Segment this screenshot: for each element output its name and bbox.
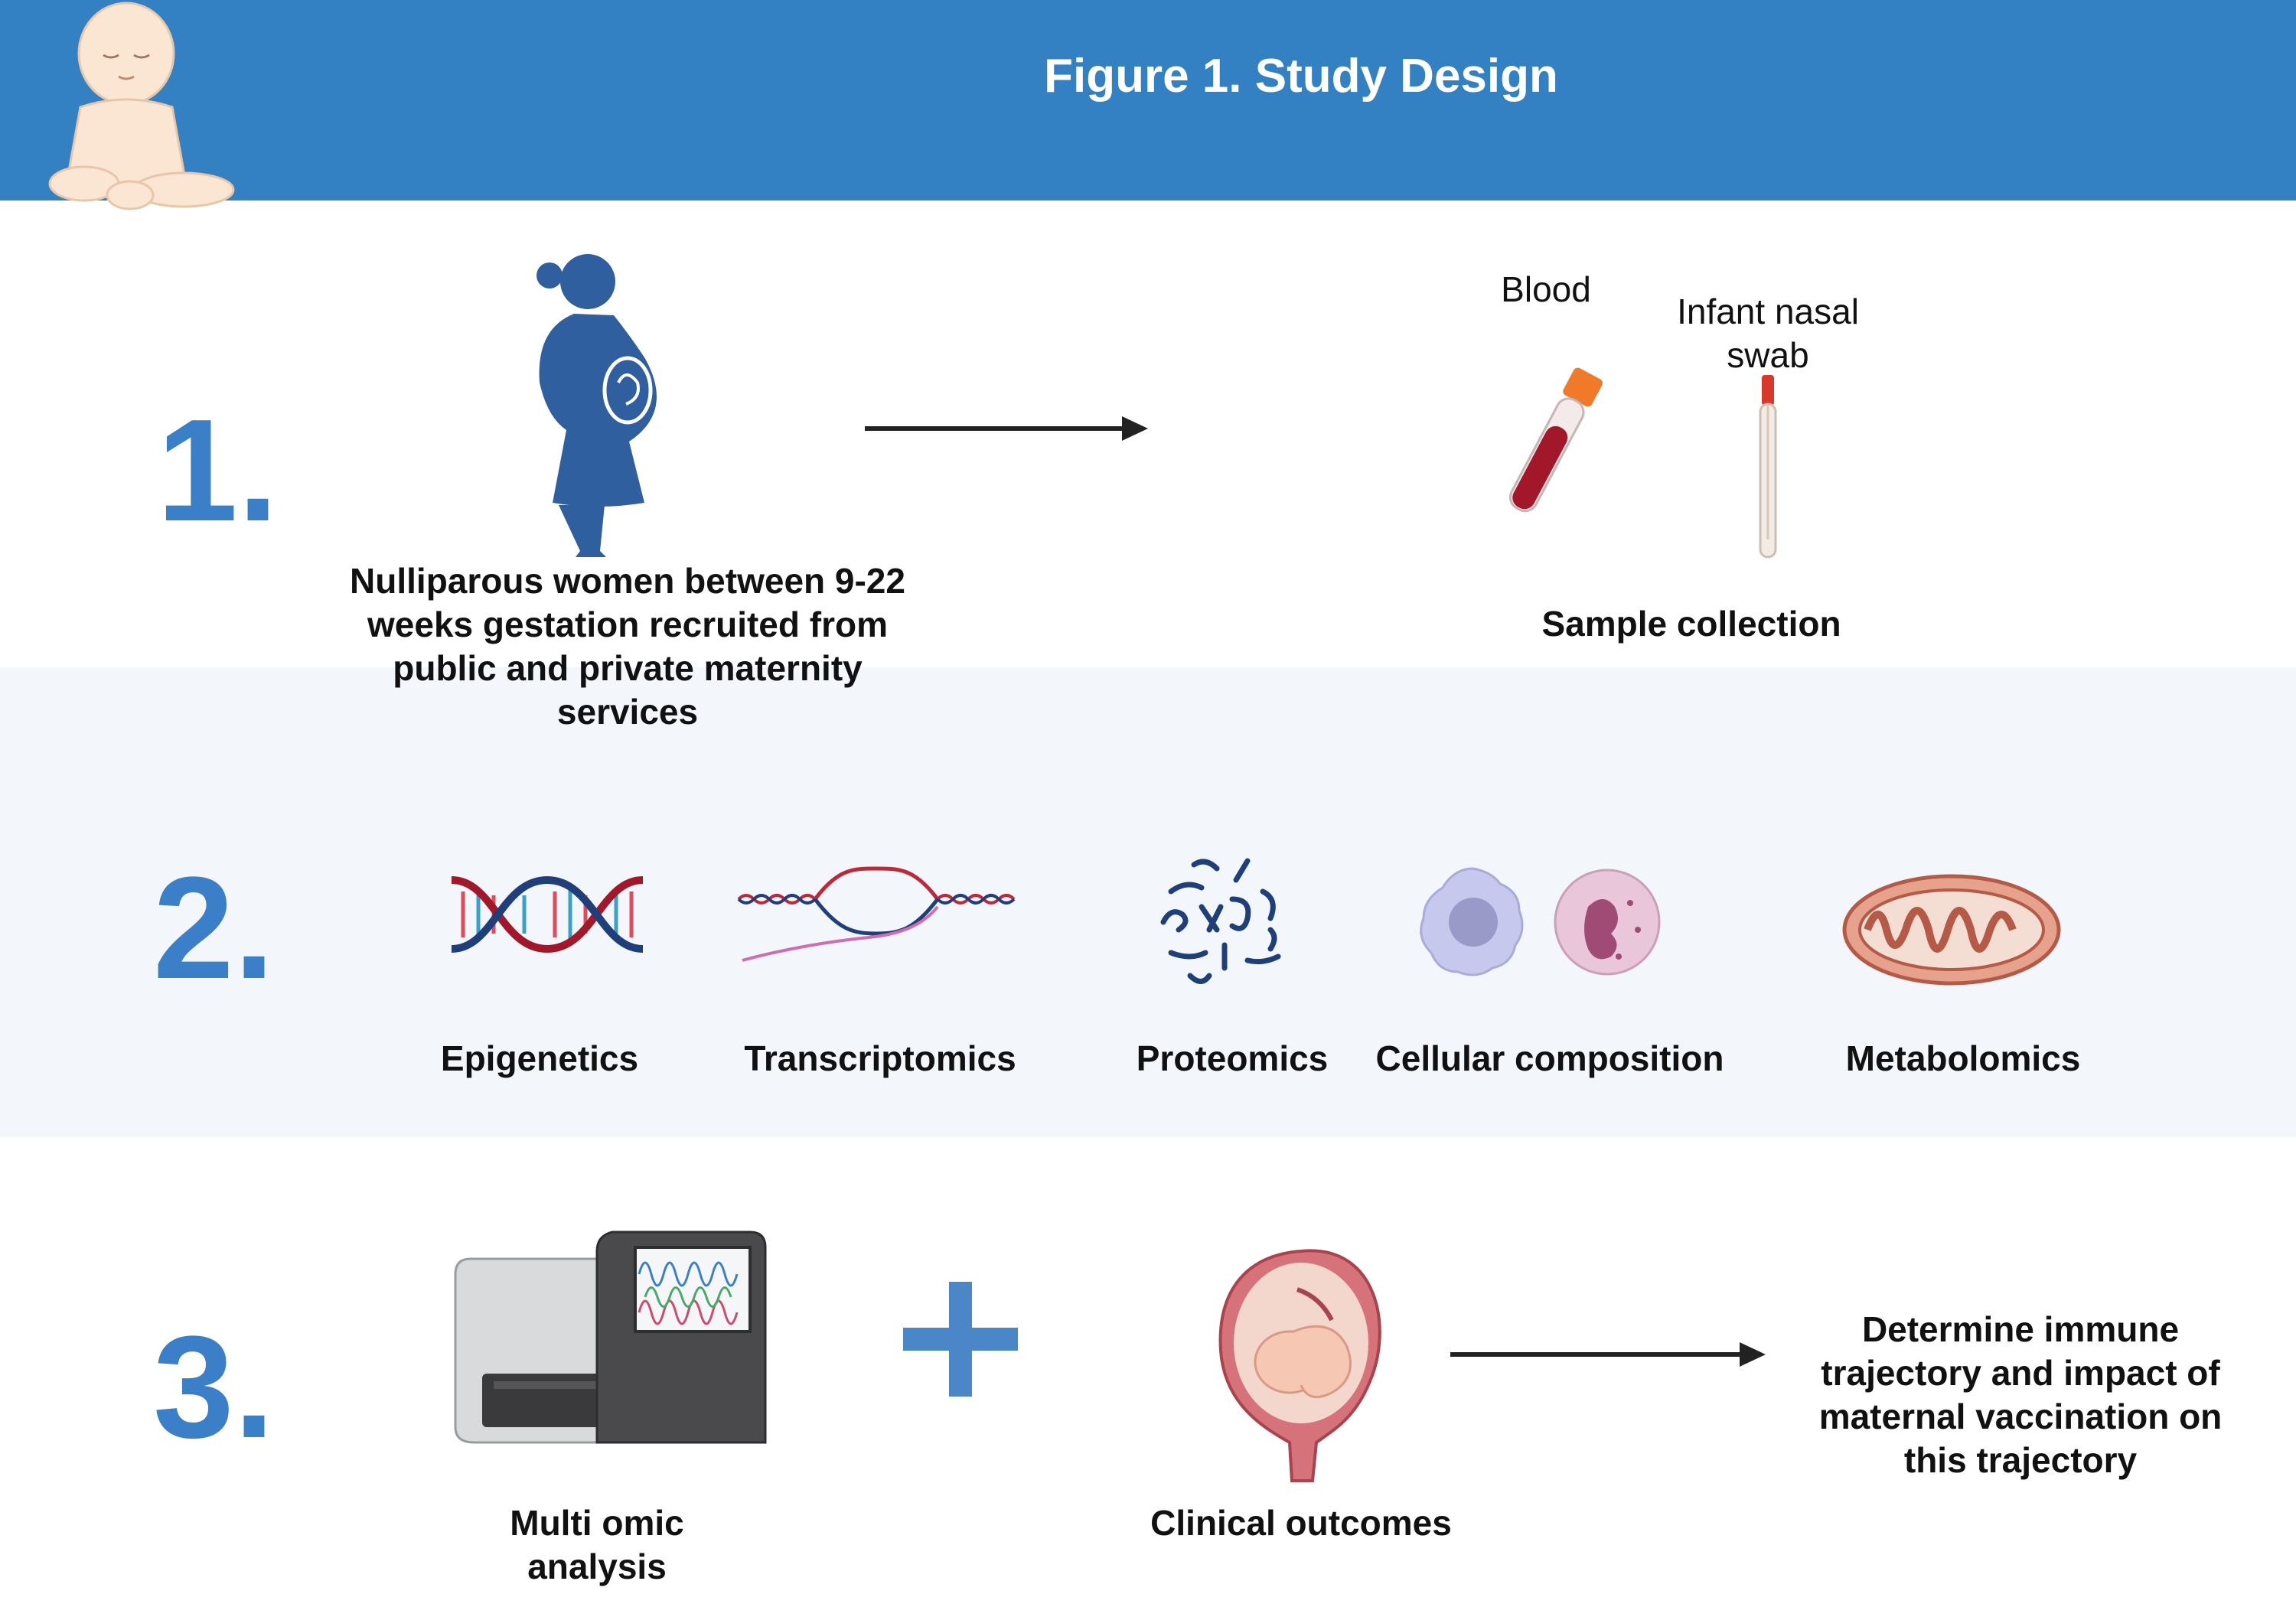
plus-icon <box>903 1282 1018 1397</box>
omics-label-proteomics: Proteomics <box>1136 1038 1329 1078</box>
participants-label: Nulliparous women between 9-22 weeks ges… <box>350 561 905 732</box>
arrow-to-result <box>1450 1342 1766 1367</box>
blood-label: Blood <box>1501 269 1591 309</box>
nasal-swab-icon <box>1759 375 1777 559</box>
infant-icon <box>48 2 235 210</box>
omics-label-epigenetics: Epigenetics <box>440 1038 639 1078</box>
swab-label: Infant nasal swab <box>1677 292 1859 375</box>
dna-helix-icon <box>451 875 644 953</box>
figure-title: Figure 1. Study Design <box>1044 50 1558 103</box>
step-number-2: 2. <box>153 847 275 1009</box>
omics-label-metabolomics: Metabolomics <box>1845 1038 2081 1078</box>
arrow-to-samples <box>865 416 1148 441</box>
omics-label-transcriptomics: Transcriptomics <box>744 1038 1016 1078</box>
pregnant-woman-icon <box>536 254 657 557</box>
result-label: Determine immune trajectory and impact o… <box>1818 1309 2223 1480</box>
step-number-3: 3. <box>153 1306 275 1468</box>
step-number-1: 1. <box>157 390 279 552</box>
outcomes-label: Clinical outcomes <box>1150 1503 1452 1543</box>
analysis-label: Multi omic analysis <box>510 1503 684 1586</box>
mitochondrion-icon <box>1842 874 2061 986</box>
omics-label-cellular-composition: Cellular composition <box>1375 1038 1724 1078</box>
header-bar <box>0 0 2296 200</box>
uterus-fetus-icon <box>1218 1249 1381 1482</box>
blood-tube-icon <box>1508 367 1603 513</box>
sequencer-icon <box>454 1231 767 1444</box>
transcription-icon <box>737 866 1016 962</box>
samples-label: Sample collection <box>1541 604 1841 644</box>
protein-icon <box>1160 858 1281 984</box>
cell-icon <box>1420 867 1661 976</box>
